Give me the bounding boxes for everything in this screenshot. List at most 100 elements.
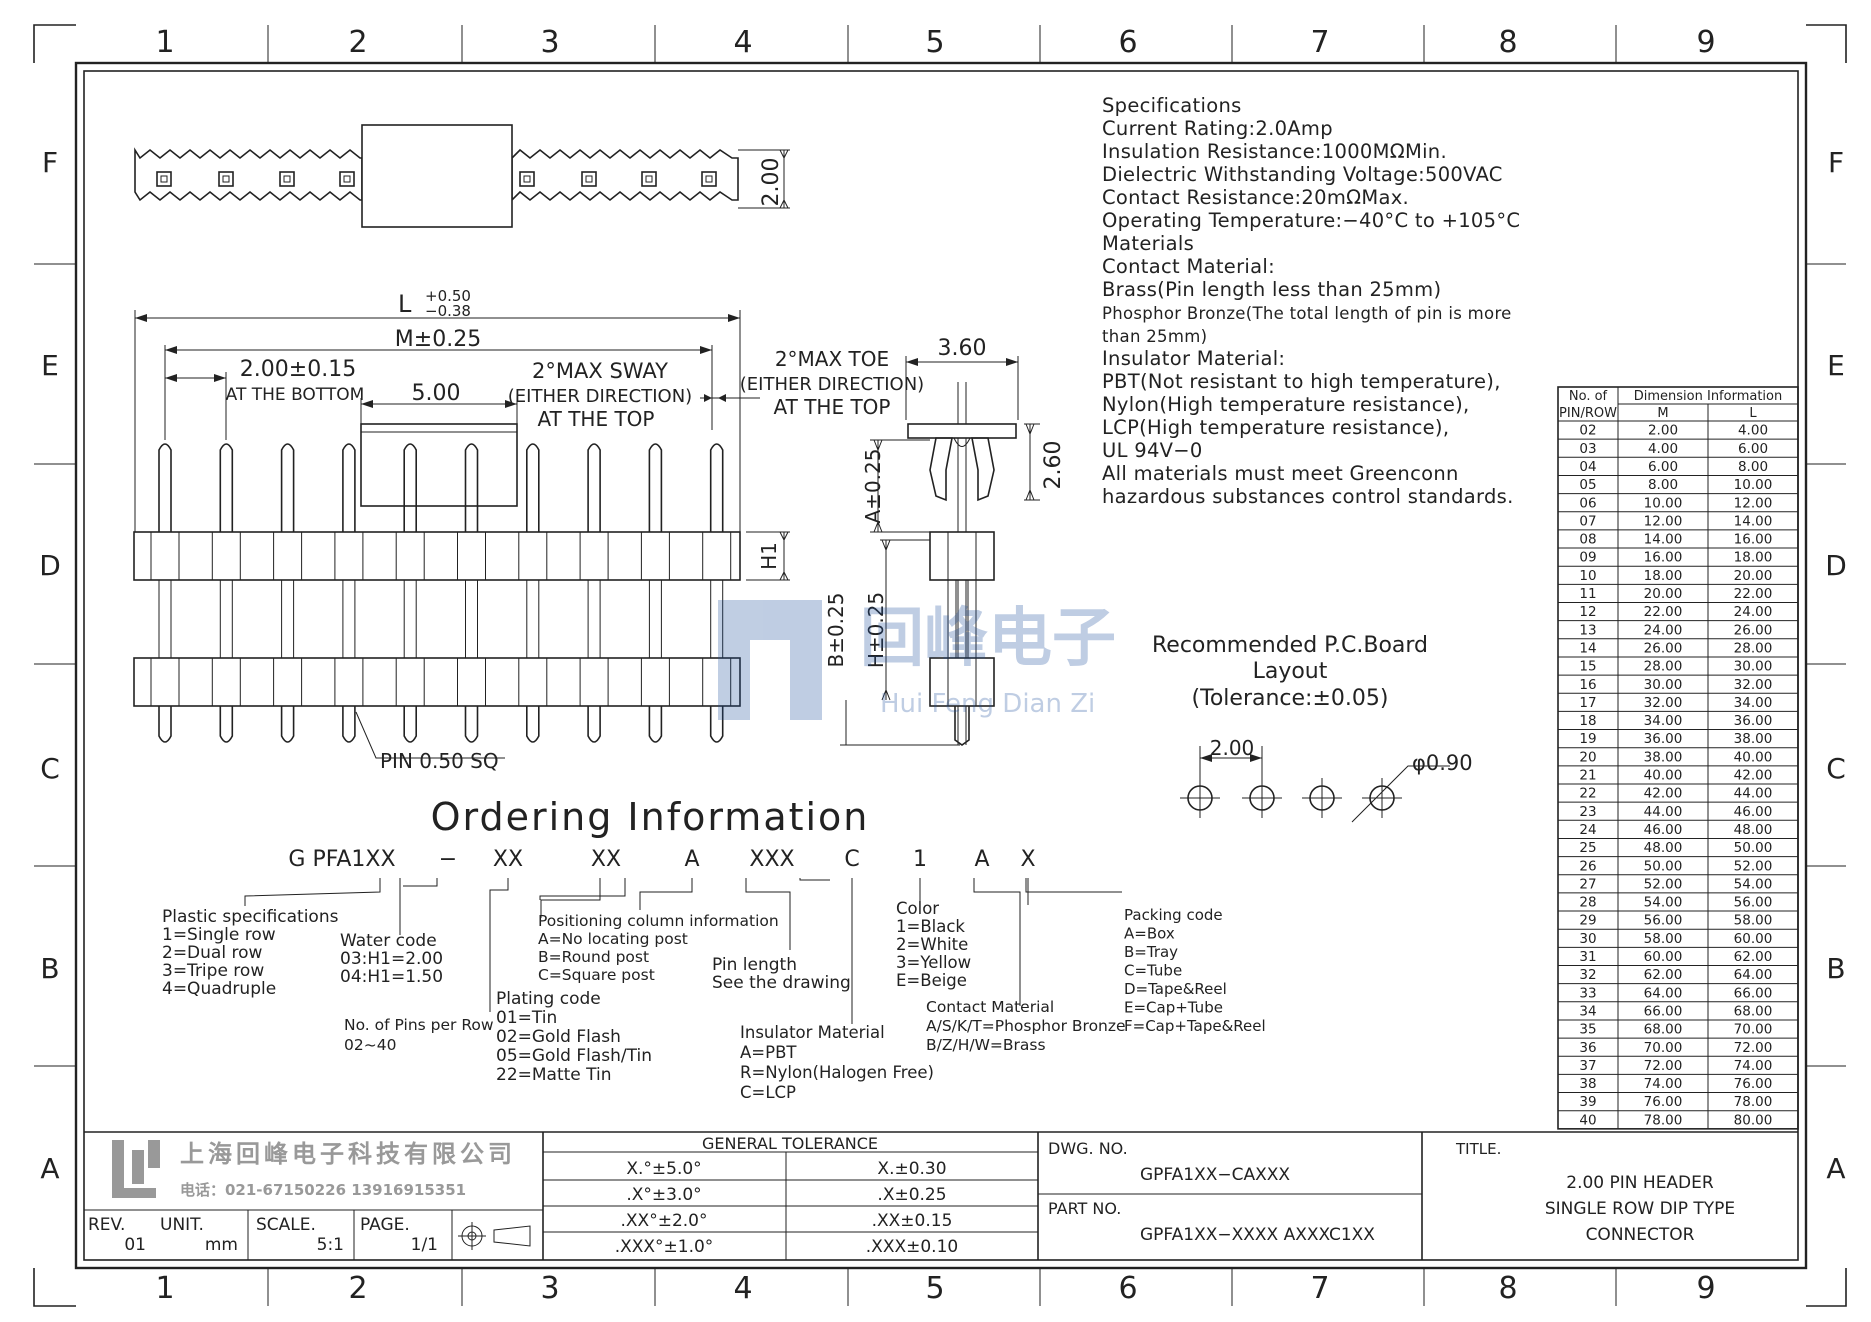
grid-col-top: 7 (1310, 25, 1329, 60)
pcb-title-3: (Tolerance:±0.05) (1192, 686, 1389, 711)
table-cell-pins: 17 (1579, 695, 1596, 711)
spec-line: PBT(Not resistant to high temperature), (1102, 370, 1501, 393)
order-code: G PFA1XX (288, 847, 395, 872)
tolerance-angle: .XX°±2.0° (621, 1211, 708, 1231)
table-cell-m: 62.00 (1644, 967, 1683, 983)
table-cell-m: 52.00 (1644, 876, 1683, 892)
table-cell-l: 6.00 (1738, 441, 1768, 457)
grid-col-top: 1 (155, 25, 174, 60)
grid-col-bottom: 6 (1118, 1271, 1137, 1306)
table-cell-l: 10.00 (1734, 477, 1773, 493)
order-packing-line: E=Cap+Tube (1124, 999, 1223, 1017)
spec-line: Current Rating:2.0Amp (1102, 117, 1333, 140)
pin (587, 443, 601, 743)
order-contact-line: A/S/K/T=Phosphor Bronze (926, 1017, 1126, 1035)
table-cell-pins: 04 (1579, 459, 1596, 475)
table-cell-m: 66.00 (1644, 1003, 1683, 1019)
table-cell-pins: 14 (1579, 640, 1596, 656)
spec-line: Operating Temperature:−40°C to +105°C (1102, 209, 1520, 232)
dim-l-plus: +0.50 (425, 287, 471, 305)
grid-col-top: 2 (348, 25, 367, 60)
pcb-layout: Recommended P.C.Board Layout (Tolerance:… (1152, 633, 1473, 823)
order-plating-line: 22=Matte Tin (496, 1065, 612, 1085)
order-code: A (684, 847, 699, 872)
pin-body (465, 580, 478, 658)
table-cell-pins: 13 (1579, 622, 1596, 638)
table-cell-pins: 30 (1579, 931, 1596, 947)
pcb-title-2: Layout (1253, 659, 1328, 684)
grid-row-right: E (1827, 349, 1845, 382)
table-cell-l: 62.00 (1734, 949, 1773, 965)
pin (219, 443, 234, 743)
spec-line: Dielectric Withstanding Voltage:500VAC (1102, 163, 1503, 186)
order-plastic-line: Plastic specifications (162, 907, 339, 927)
order-positioning-line: A=No locating post (538, 930, 688, 948)
order-code: X (1020, 847, 1035, 872)
table-cell-pins: 31 (1579, 949, 1596, 965)
table-cell-m: 14.00 (1644, 532, 1683, 548)
table-cell-pins: 27 (1579, 876, 1596, 892)
grid-col-top: 4 (733, 25, 752, 60)
order-water-line: 03:H1=2.00 (340, 949, 443, 969)
title-line-3: CONNECTOR (1586, 1225, 1695, 1245)
table-cell-m: 46.00 (1644, 822, 1683, 838)
dim-h1: H1 (757, 542, 781, 570)
pin-body (710, 580, 724, 658)
table-cell-m: 56.00 (1644, 913, 1683, 929)
company-phone: 电话：021-67150226 13916915351 (180, 1181, 466, 1199)
table-cell-pins: 22 (1579, 786, 1596, 802)
table-cell-l: 64.00 (1734, 967, 1773, 983)
table-cell-l: 22.00 (1734, 586, 1773, 602)
pcb-hole-center (1302, 778, 1342, 818)
pin-slot (395, 532, 425, 706)
table-header-no: No. of (1569, 389, 1608, 404)
table-cell-pins: 18 (1579, 713, 1596, 729)
order-plastic-line: 3=Tripe row (162, 961, 264, 981)
spec-line: than 25mm) (1102, 327, 1207, 346)
table-cell-pins: 32 (1579, 967, 1596, 983)
table-cell-l: 46.00 (1734, 804, 1773, 820)
spec-line: Contact Resistance:20mΩMax. (1102, 186, 1409, 209)
toe-line-2: (EITHER DIRECTION) (740, 374, 924, 395)
grid-col-bottom: 4 (733, 1271, 752, 1306)
pin-body (158, 580, 172, 658)
order-plastic-line: 4=Quadruple (162, 979, 276, 999)
grid-col-bottom: 8 (1498, 1271, 1517, 1306)
table-cell-m: 26.00 (1644, 640, 1683, 656)
top-view: 2.00 (134, 124, 790, 228)
table-cell-m: 70.00 (1644, 1040, 1683, 1056)
pin (342, 443, 356, 743)
table-cell-l: 24.00 (1734, 604, 1773, 620)
grid-col-bottom: 1 (155, 1271, 174, 1306)
spec-line: Specifications (1102, 94, 1242, 117)
order-plastic-line: 2=Dual row (162, 943, 262, 963)
table-cell-pins: 02 (1579, 423, 1596, 439)
table-cell-pins: 15 (1579, 659, 1596, 675)
table-cell-pins: 08 (1579, 532, 1596, 548)
table-cell-m: 76.00 (1644, 1094, 1683, 1110)
table-cell-l: 80.00 (1734, 1112, 1773, 1128)
table-cell-m: 20.00 (1644, 586, 1683, 602)
order-insulator-line: R=Nylon(Halogen Free) (740, 1063, 934, 1082)
table-cell-l: 50.00 (1734, 840, 1773, 856)
pin-slot (150, 532, 180, 706)
table-cell-pins: 03 (1579, 441, 1596, 457)
table-cell-m: 36.00 (1644, 731, 1683, 747)
table-cell-l: 34.00 (1734, 695, 1773, 711)
part-label: PART NO. (1048, 1199, 1121, 1218)
table-cell-m: 44.00 (1644, 804, 1683, 820)
order-code: − (439, 847, 457, 872)
table-header-m: M (1657, 406, 1668, 421)
order-packing-line: F=Cap+Tape&Reel (1124, 1017, 1266, 1035)
order-insulator-line: C=LCP (740, 1083, 796, 1102)
grid-row-left: F (42, 146, 58, 179)
order-packing-line: B=Tray (1124, 943, 1178, 961)
table-grid (1558, 387, 1798, 1129)
table-cell-pins: 11 (1579, 586, 1596, 602)
title-label: TITLE. (1455, 1140, 1501, 1158)
order-packing-line: C=Tube (1124, 962, 1182, 980)
table-cell-pins: 25 (1579, 840, 1596, 856)
pcb-hole-center (1362, 778, 1402, 818)
